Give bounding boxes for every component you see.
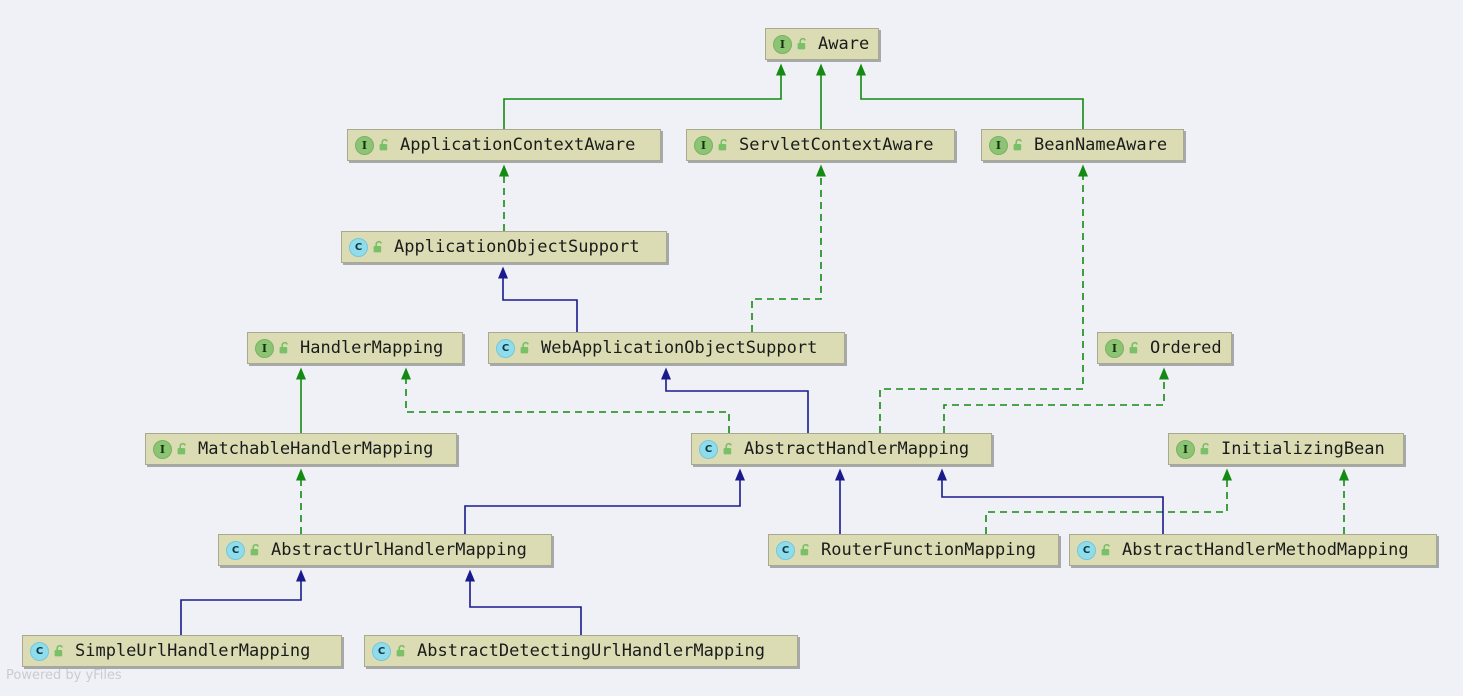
edge-abstracthm-ordered [943,367,1169,433]
unlocked-padlock-icon [722,442,735,456]
unlocked-padlock-icon [278,341,291,355]
edge-webappobjsupport-appobjsupport [498,266,578,332]
class-badge-icon: C [30,641,49,661]
edge-abstracthm-webappobjsupport [661,367,809,433]
node-label: HandlerMapping [300,337,444,358]
edge-webappobjsupport-servletctxaware [751,164,826,332]
interface-badge-icon: I [1105,338,1124,358]
node-label: MatchableHandlerMapping [198,438,434,459]
node-label: AbstractHandlerMethodMapping [1122,539,1409,560]
unlocked-padlock-icon [799,543,812,557]
node-label: ApplicationContextAware [400,134,636,155]
node-matchablehm[interactable]: I MatchableHandlerMapping [145,433,457,465]
unlocked-padlock-icon [395,644,408,658]
edge-appctxaware-aware [503,63,786,129]
edge-abstracthmm-abstracthm [937,468,1164,534]
interface-badge-icon: I [255,338,274,358]
node-label: AbstractHandlerMapping [744,438,970,459]
unlocked-padlock-icon [372,240,385,254]
node-label: WebApplicationObjectSupport [541,337,818,358]
class-badge-icon: C [1077,540,1096,560]
class-badge-icon: C [776,540,795,560]
edge-abstractdetecturlhm-abstracturlhm [465,569,582,635]
class-badge-icon: C [226,540,245,560]
node-servletctxaware[interactable]: I ServletContextAware [686,129,955,161]
node-abstracthmm[interactable]: C AbstractHandlerMethodMapping [1069,534,1437,566]
node-appobjsupport[interactable]: C ApplicationObjectSupport [341,231,667,263]
unlocked-padlock-icon [53,644,66,658]
yfiles-watermark: Powered by yFiles [6,668,122,683]
node-label: AbstractDetectingUrlHandlerMapping [417,640,765,661]
edge-routerfnmapping-initializingbean [985,468,1232,534]
edge-abstracturlhm-abstracthm [464,468,745,534]
node-label: AbstractUrlHandlerMapping [271,539,527,560]
node-beannameaware[interactable]: I BeanNameAware [981,129,1184,161]
unlocked-padlock-icon [176,442,189,456]
node-label: ServletContextAware [739,134,934,155]
node-label: InitializingBean [1221,438,1385,459]
node-appctxaware[interactable]: I ApplicationContextAware [347,129,661,161]
node-webappobjsupport[interactable]: C WebApplicationObjectSupport [488,332,845,364]
node-abstractdetecturlhm[interactable]: C AbstractDetectingUrlHandlerMapping [364,635,798,667]
unlocked-padlock-icon [1199,442,1212,456]
node-label: Ordered [1150,337,1222,358]
class-badge-icon: C [699,439,718,459]
unlocked-padlock-icon [1100,543,1113,557]
interface-badge-icon: I [355,135,374,155]
unlocked-padlock-icon [378,138,391,152]
edge-abstracthm-beannameaware [879,164,1088,433]
class-badge-icon: C [496,338,515,358]
unlocked-padlock-icon [1012,138,1025,152]
node-ordered[interactable]: I Ordered [1097,332,1232,364]
node-initializingbean[interactable]: I InitializingBean [1168,433,1404,465]
node-abstracthm[interactable]: C AbstractHandlerMapping [691,433,992,465]
node-label: Aware [818,33,870,54]
node-label: SimpleUrlHandlerMapping [75,640,311,661]
interface-badge-icon: I [1176,439,1195,459]
unlocked-padlock-icon [1128,341,1141,355]
node-handlermapping[interactable]: I HandlerMapping [247,332,463,364]
node-label: ApplicationObjectSupport [394,236,640,257]
interface-badge-icon: I [153,439,172,459]
node-label: BeanNameAware [1034,134,1168,155]
node-aware[interactable]: I Aware [765,28,879,60]
class-badge-icon: C [349,237,368,257]
edge-simpleurlhm-abstracturlhm [180,569,306,635]
unlocked-padlock-icon [519,341,532,355]
interface-badge-icon: I [694,135,713,155]
node-simpleurlhm[interactable]: C SimpleUrlHandlerMapping [22,635,342,667]
edge-beannameaware-aware [856,63,1084,129]
interface-badge-icon: I [989,135,1008,155]
node-label: RouterFunctionMapping [821,539,1036,560]
node-abstracturlhm[interactable]: C AbstractUrlHandlerMapping [218,534,552,566]
unlocked-padlock-icon [249,543,262,557]
unlocked-padlock-icon [717,138,730,152]
unlocked-padlock-icon [796,37,809,51]
interface-badge-icon: I [773,34,792,54]
edge-abstracthm-handlermapping [401,367,730,433]
node-routerfnmapping[interactable]: C RouterFunctionMapping [768,534,1059,566]
class-badge-icon: C [372,641,391,661]
